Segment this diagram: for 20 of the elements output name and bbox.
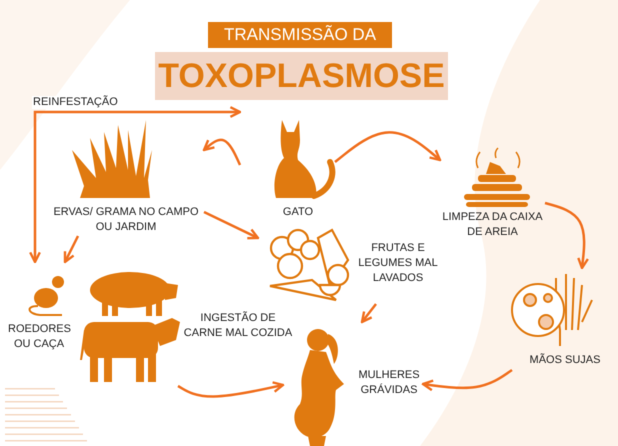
node-label: GATO (282, 205, 314, 220)
node-label: MULHERES GRÁVIDAS (357, 368, 421, 398)
node-label: MÃOS SUJAS (528, 353, 602, 368)
title-banner: TOXOPLASMOSE (155, 52, 448, 100)
arrow (202, 138, 242, 166)
arrow (177, 381, 284, 398)
node-label: ERVAS/ GRAMA NO CAMPO OU JARDIM (52, 205, 200, 235)
edge-label: REINFESTAÇÃO (32, 96, 119, 109)
arrow (203, 210, 260, 240)
node-label: ROEDORES OU CAÇA (8, 322, 70, 352)
node-label: FRUTAS E LEGUMES MAL LAVADOS (357, 241, 439, 286)
arrow (422, 368, 513, 392)
arrow (334, 131, 442, 163)
arrow (64, 235, 80, 264)
node-label: INGESTÃO DE CARNE MAL COZIDA (182, 311, 294, 341)
node-label: LIMPEZA DA CAIXA DE AREIA (441, 210, 544, 240)
arrow (29, 106, 242, 264)
arrow (544, 202, 590, 270)
title-banner: TRANSMISSÃO DA (208, 22, 392, 48)
arrow (360, 303, 377, 324)
